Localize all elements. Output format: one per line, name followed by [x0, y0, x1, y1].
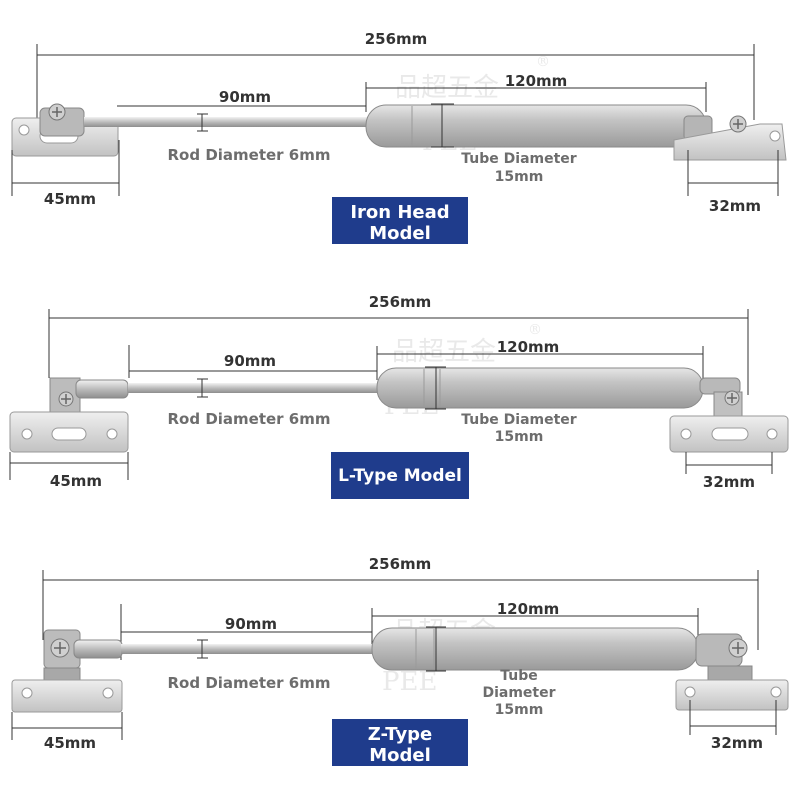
left-bracket	[11, 629, 123, 713]
watermark-latin: PEE	[382, 667, 437, 697]
left-bracket-dimension	[9, 452, 129, 480]
model-badge	[332, 719, 468, 766]
watermark-registered: ®	[536, 54, 550, 70]
tube-diameter-label-line1: Tube	[500, 668, 538, 684]
tube-diameter-label-line2: 15mm	[495, 429, 544, 445]
left-bracket-width-label: 45mm	[44, 190, 96, 208]
total-length-label: 256mm	[365, 30, 428, 48]
left-bracket	[11, 103, 119, 157]
watermark-registered: ®	[528, 322, 542, 338]
tube-diameter-marker	[431, 103, 454, 148]
tube-length-label: 120mm	[505, 72, 568, 90]
right-bracket	[673, 115, 787, 161]
tube-diameter-label-line3: 15mm	[495, 702, 544, 718]
cylinder-tube	[371, 627, 699, 671]
tube-length-label: 120mm	[497, 600, 560, 618]
model-z-type: 品超五金 PEE 256mm 90mm 120mm	[11, 555, 789, 766]
tube-length-line	[365, 82, 707, 112]
model-badge-line1: Iron Head	[350, 202, 449, 223]
right-bracket-width-label: 32mm	[703, 473, 755, 491]
model-badge	[332, 197, 468, 244]
right-bracket-dimension	[685, 452, 773, 474]
right-bracket-width-label: 32mm	[711, 734, 763, 752]
rod-length-label: 90mm	[225, 615, 277, 633]
model-badge-line2: Model	[369, 223, 431, 244]
total-length-label: 256mm	[369, 555, 432, 573]
tube-diameter-label-line1: Tube Diameter	[461, 151, 577, 167]
cylinder-tube	[365, 104, 707, 148]
left-bracket-width-label: 45mm	[50, 472, 102, 490]
rod-diameter-label: Rod Diameter 6mm	[168, 674, 331, 692]
rod-diameter-marker	[197, 378, 208, 398]
total-length-label: 256mm	[369, 293, 432, 311]
rod-diameter-marker	[197, 639, 208, 659]
tube-diameter-label-line2: 15mm	[495, 169, 544, 185]
tube-diameter-marker	[426, 626, 446, 672]
rod-length-label: 90mm	[219, 88, 271, 106]
rod-diameter-label: Rod Diameter 6mm	[168, 146, 331, 164]
model-l-type: 品超五金 PEE ® 256mm 90mm 120mm	[9, 293, 789, 499]
dimension-total	[36, 44, 755, 120]
left-bracket-dimension	[11, 140, 120, 196]
watermark-chinese: 品超五金	[392, 337, 496, 367]
tube-length-line	[376, 346, 704, 380]
right-bracket-dimension	[687, 150, 779, 196]
piston-rod	[128, 383, 378, 393]
rod-diameter-label: Rod Diameter 6mm	[168, 410, 331, 428]
piston-rod	[84, 117, 368, 127]
left-bracket-dimension	[11, 712, 123, 740]
left-bracket-width-label: 45mm	[44, 734, 96, 752]
dimension-total	[42, 570, 759, 650]
model-badge	[331, 452, 469, 499]
tube-diameter-label-line1: Tube Diameter	[461, 412, 577, 428]
right-bracket	[675, 633, 789, 711]
tube-diameter-marker	[425, 366, 446, 410]
model-iron-head: 品超五金 PEE ® 256mm 90mm 120mm	[11, 30, 787, 244]
rod-length-label: 90mm	[224, 352, 276, 370]
piston-rod	[121, 644, 373, 654]
cylinder-tube	[376, 367, 704, 409]
dimension-total	[48, 309, 749, 395]
model-badge-line2: Model	[369, 745, 431, 766]
right-bracket	[669, 377, 789, 453]
right-bracket-dimension	[689, 700, 777, 735]
rod-diameter-marker	[197, 113, 208, 132]
tube-diameter-label-line2: Diameter	[482, 685, 555, 701]
tube-length-label: 120mm	[497, 338, 560, 356]
left-bracket	[9, 377, 129, 453]
model-badge-line1: Z-Type	[368, 724, 433, 745]
model-badge-line1: L-Type Model	[338, 466, 462, 486]
right-bracket-width-label: 32mm	[709, 197, 761, 215]
